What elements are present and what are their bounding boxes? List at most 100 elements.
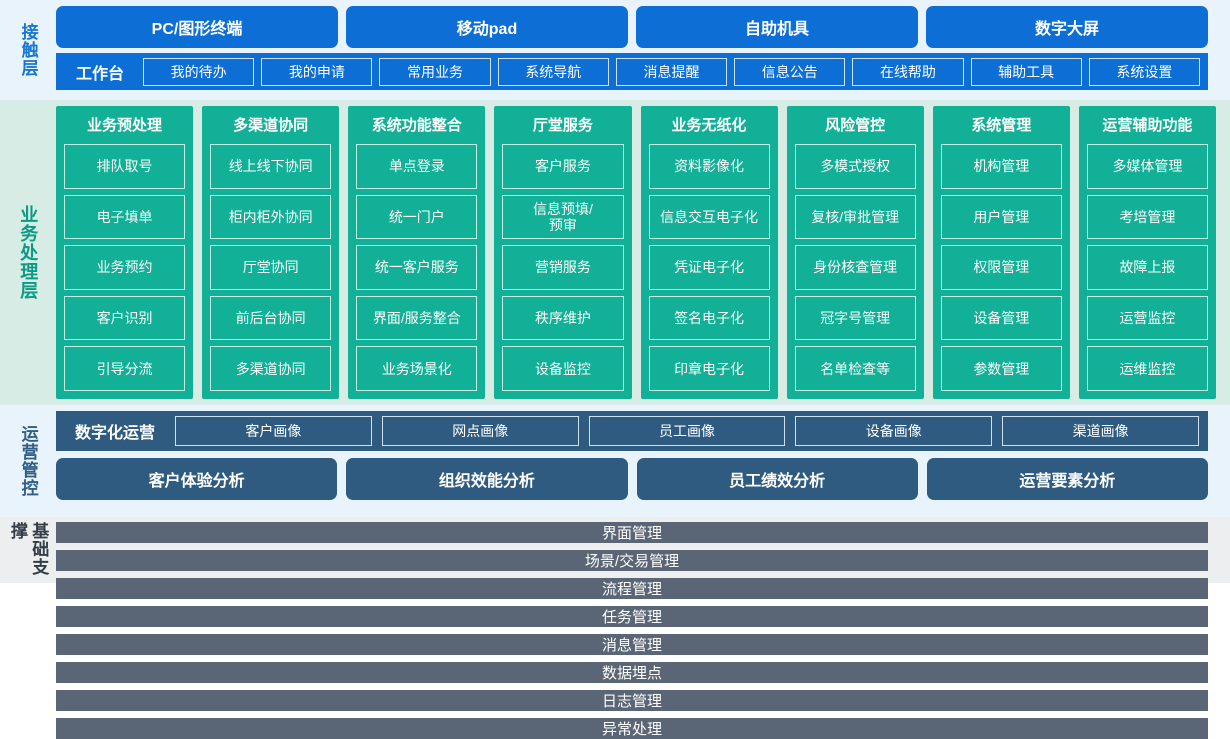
business-column-operation-support: 运营辅助功能 多媒体管理 考培管理 故障上报 运营监控 运维监控 bbox=[1078, 106, 1216, 399]
business-item[interactable]: 信息预填/ 预审 bbox=[502, 194, 624, 240]
business-item[interactable]: 参数管理 bbox=[940, 346, 1062, 391]
base-item-task-management[interactable]: 任务管理 bbox=[56, 606, 1208, 627]
business-item[interactable]: 设备管理 bbox=[940, 295, 1062, 341]
operations-layer-band: 运营管控 数字化运营 客户画像 网点画像 员工画像 设备画像 渠道画像 客户体验… bbox=[0, 405, 1230, 517]
business-item[interactable]: 单点登录 bbox=[356, 144, 478, 189]
device-button-pad[interactable]: 移动pad bbox=[346, 6, 628, 48]
workbench-item-settings[interactable]: 系统设置 bbox=[1088, 57, 1200, 86]
business-column-integration: 系统功能整合 单点登录 统一门户 统一客户服务 界面/服务整合 业务场景化 bbox=[348, 106, 486, 399]
business-column-title: 系统管理 bbox=[971, 117, 1032, 134]
workbench-item-message[interactable]: 消息提醒 bbox=[615, 57, 728, 86]
business-item[interactable]: 客户识别 bbox=[64, 295, 186, 341]
device-button-pc[interactable]: PC/图形终端 bbox=[56, 6, 338, 48]
base-item-process-management[interactable]: 流程管理 bbox=[56, 578, 1208, 599]
base-item-scenario-transaction[interactable]: 场景/交易管理 bbox=[56, 550, 1208, 571]
workbench-title: 工作台 bbox=[76, 65, 125, 83]
business-item[interactable]: 考培管理 bbox=[1086, 194, 1208, 240]
device-button-display[interactable]: 数字大屏 bbox=[926, 6, 1208, 48]
business-item[interactable]: 营销服务 bbox=[502, 245, 624, 290]
business-item[interactable]: 业务场景化 bbox=[356, 346, 478, 391]
business-item[interactable]: 设备监控 bbox=[502, 346, 624, 391]
business-item[interactable]: 线上线下协同 bbox=[210, 144, 332, 189]
business-item[interactable]: 权限管理 bbox=[940, 245, 1062, 290]
business-item[interactable]: 多模式授权 bbox=[794, 144, 916, 189]
contact-layer-label: 接触层 bbox=[18, 23, 38, 77]
business-item[interactable]: 统一门户 bbox=[356, 194, 478, 240]
portrait-chip-device[interactable]: 设备画像 bbox=[795, 416, 993, 446]
business-item[interactable]: 用户管理 bbox=[940, 194, 1062, 240]
device-channel-row: PC/图形终端 移动pad 自助机具 数字大屏 bbox=[56, 6, 1208, 48]
business-layer-label: 业务处理层 bbox=[18, 205, 39, 300]
portrait-chip-branch[interactable]: 网点画像 bbox=[381, 416, 579, 446]
base-item-log-management[interactable]: 日志管理 bbox=[56, 690, 1208, 711]
business-column-multichannel: 多渠道协同 线上线下协同 柜内柜外协同 厅堂协同 前后台协同 多渠道协同 bbox=[202, 106, 340, 399]
business-item[interactable]: 界面/服务整合 bbox=[356, 295, 478, 341]
analysis-button-customer-experience[interactable]: 客户体验分析 bbox=[56, 458, 338, 500]
business-column-title: 系统功能整合 bbox=[371, 117, 462, 134]
base-item-exception-handling[interactable]: 异常处理 bbox=[56, 718, 1208, 739]
analysis-button-org-efficiency[interactable]: 组织效能分析 bbox=[346, 458, 628, 500]
business-item[interactable]: 签名电子化 bbox=[648, 295, 770, 341]
business-item[interactable]: 秩序维护 bbox=[502, 295, 624, 341]
analysis-row: 客户体验分析 组织效能分析 员工绩效分析 运营要素分析 bbox=[56, 458, 1208, 500]
operations-layer-body: 数字化运营 客户画像 网点画像 员工画像 设备画像 渠道画像 客户体验分析 组织… bbox=[56, 411, 1230, 511]
base-layer-band: 基础支撑 界面管理 场景/交易管理 流程管理 任务管理 消息管理 数据埋点 日志… bbox=[0, 517, 1230, 739]
business-item[interactable]: 故障上报 bbox=[1086, 245, 1208, 290]
portrait-chip-channel[interactable]: 渠道画像 bbox=[1002, 416, 1199, 446]
business-column-title: 厅堂服务 bbox=[532, 117, 593, 134]
operations-layer-label: 运营管控 bbox=[18, 425, 38, 497]
business-item[interactable]: 前后台协同 bbox=[210, 295, 332, 341]
digital-operations-title: 数字化运营 bbox=[75, 425, 156, 442]
workbench-item-tools[interactable]: 辅助工具 bbox=[970, 57, 1082, 86]
business-item[interactable]: 电子填单 bbox=[64, 194, 186, 240]
business-column-paperless: 业务无纸化 资料影像化 信息交互电子化 凭证电子化 签名电子化 印章电子化 bbox=[640, 106, 778, 399]
device-button-kiosk[interactable]: 自助机具 bbox=[636, 6, 918, 48]
business-layer-body: 业务预处理 排队取号 电子填单 业务预约 客户识别 引导分流 多渠道协同 线上线… bbox=[56, 106, 1230, 399]
business-item[interactable]: 引导分流 bbox=[64, 346, 186, 391]
business-column-lobby-service: 厅堂服务 客户服务 信息预填/ 预审 营销服务 秩序维护 设备监控 bbox=[494, 106, 632, 399]
base-item-data-tracking[interactable]: 数据埋点 bbox=[56, 662, 1208, 683]
business-item[interactable]: 名单检查等 bbox=[794, 346, 916, 391]
analysis-button-employee-performance[interactable]: 员工绩效分析 bbox=[636, 458, 918, 500]
business-item[interactable]: 信息交互电子化 bbox=[648, 194, 770, 240]
business-item[interactable]: 柜内柜外协同 bbox=[210, 194, 332, 240]
workbench-row: 工作台 我的待办 我的申请 常用业务 系统导航 消息提醒 信息公告 在线帮助 辅… bbox=[56, 53, 1208, 90]
portrait-chip-customer[interactable]: 客户画像 bbox=[175, 416, 372, 446]
business-item[interactable]: 客户服务 bbox=[502, 144, 624, 189]
business-item[interactable]: 运营监控 bbox=[1086, 295, 1208, 341]
business-columns: 业务预处理 排队取号 电子填单 业务预约 客户识别 引导分流 多渠道协同 线上线… bbox=[56, 106, 1230, 399]
contact-layer-band: 接触层 PC/图形终端 移动pad 自助机具 数字大屏 工作台 我的待办 我的申… bbox=[0, 0, 1230, 100]
workbench-item-todo[interactable]: 我的待办 bbox=[143, 57, 255, 86]
business-item[interactable]: 业务预约 bbox=[64, 245, 186, 290]
business-column-title: 风险管控 bbox=[825, 117, 886, 134]
business-item[interactable]: 厅堂协同 bbox=[210, 245, 332, 290]
business-item[interactable]: 多渠道协同 bbox=[210, 346, 332, 391]
business-item[interactable]: 资料影像化 bbox=[648, 144, 770, 189]
business-item[interactable]: 统一客户服务 bbox=[356, 245, 478, 290]
business-item[interactable]: 冠字号管理 bbox=[794, 295, 916, 341]
workbench-item-application[interactable]: 我的申请 bbox=[261, 57, 373, 86]
base-layer-body: 界面管理 场景/交易管理 流程管理 任务管理 消息管理 数据埋点 日志管理 异常… bbox=[56, 522, 1230, 739]
workbench-item-bulletin[interactable]: 信息公告 bbox=[734, 57, 846, 86]
contact-layer-body: PC/图形终端 移动pad 自助机具 数字大屏 工作台 我的待办 我的申请 常用… bbox=[56, 6, 1230, 94]
workbench-item-common[interactable]: 常用业务 bbox=[379, 57, 491, 86]
base-item-ui-management[interactable]: 界面管理 bbox=[56, 522, 1208, 543]
business-column-risk-control: 风险管控 多模式授权 复核/审批管理 身份核查管理 冠字号管理 名单检查等 bbox=[786, 106, 924, 399]
analysis-button-operation-factors[interactable]: 运营要素分析 bbox=[926, 458, 1208, 500]
business-item[interactable]: 排队取号 bbox=[64, 144, 186, 189]
business-column-title: 运营辅助功能 bbox=[1102, 117, 1193, 134]
business-column-system-management: 系统管理 机构管理 用户管理 权限管理 设备管理 参数管理 bbox=[932, 106, 1070, 399]
business-column-preprocess: 业务预处理 排队取号 电子填单 业务预约 客户识别 引导分流 bbox=[56, 106, 194, 399]
business-layer-band: 业务处理层 业务预处理 排队取号 电子填单 业务预约 客户识别 引导分流 多渠道… bbox=[0, 100, 1230, 405]
business-item[interactable]: 凭证电子化 bbox=[648, 245, 770, 290]
base-item-message-management[interactable]: 消息管理 bbox=[56, 634, 1208, 655]
business-item[interactable]: 机构管理 bbox=[940, 144, 1062, 189]
business-item[interactable]: 运维监控 bbox=[1086, 346, 1208, 391]
business-item[interactable]: 多媒体管理 bbox=[1086, 144, 1208, 189]
portrait-chip-employee[interactable]: 员工画像 bbox=[588, 416, 786, 446]
business-item[interactable]: 印章电子化 bbox=[648, 346, 770, 391]
workbench-item-help[interactable]: 在线帮助 bbox=[852, 57, 964, 86]
business-item[interactable]: 复核/审批管理 bbox=[794, 194, 916, 240]
workbench-item-navigation[interactable]: 系统导航 bbox=[497, 57, 609, 86]
business-item[interactable]: 身份核查管理 bbox=[794, 245, 916, 290]
